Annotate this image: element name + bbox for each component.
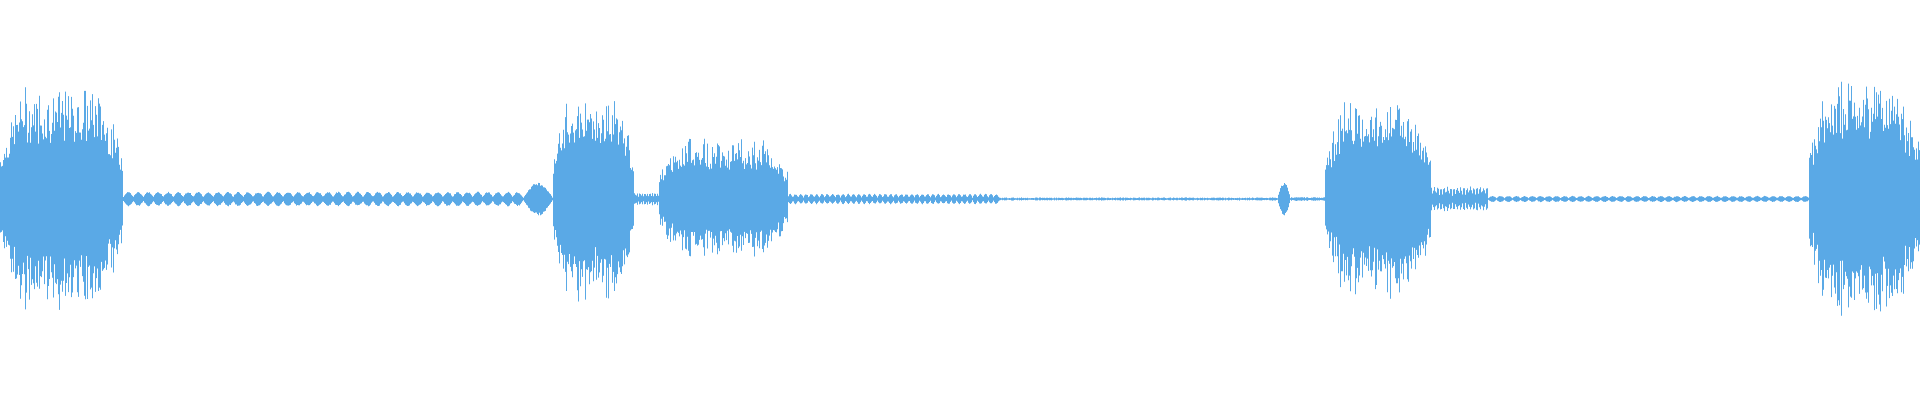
waveform-bars (0, 81, 1920, 316)
waveform-path (0, 81, 1920, 316)
